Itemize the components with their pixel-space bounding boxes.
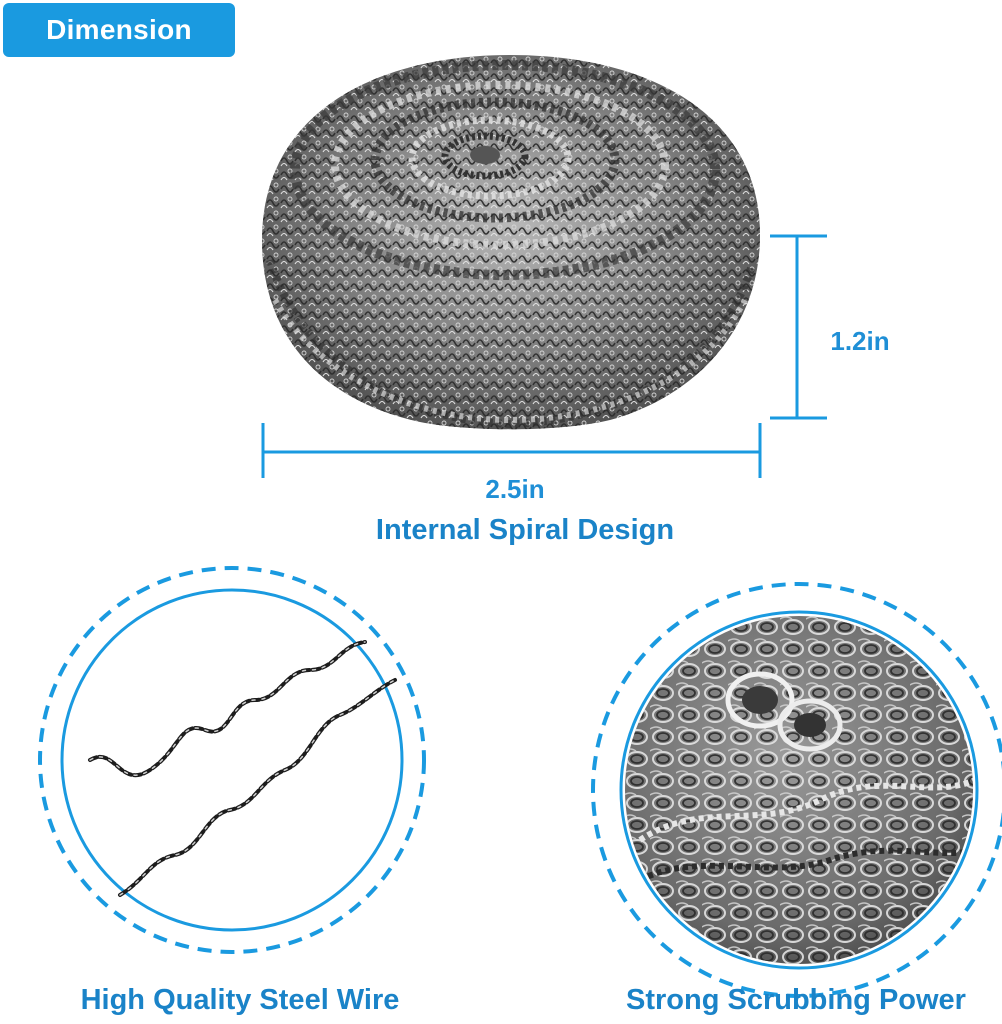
steel-coil-closeup <box>625 616 973 964</box>
height-label: 1.2in <box>830 326 890 356</box>
steel-wire-caption: High Quality Steel Wire <box>80 984 400 1016</box>
height-dimension-line <box>770 234 827 420</box>
width-dimension-line <box>261 423 762 478</box>
dimension-badge: Dimension <box>3 3 235 57</box>
scrubbing-power-caption: Strong Scrubbing Power <box>626 984 966 1016</box>
width-label: 2.5in <box>485 474 545 504</box>
steel-wire-icon <box>88 640 397 897</box>
steel-wire-circle <box>38 566 426 954</box>
scrubbing-power-circle <box>591 582 1002 998</box>
steel-scrubber-image <box>262 55 760 430</box>
spiral-design-subtitle: Internal Spiral Design <box>375 514 675 546</box>
